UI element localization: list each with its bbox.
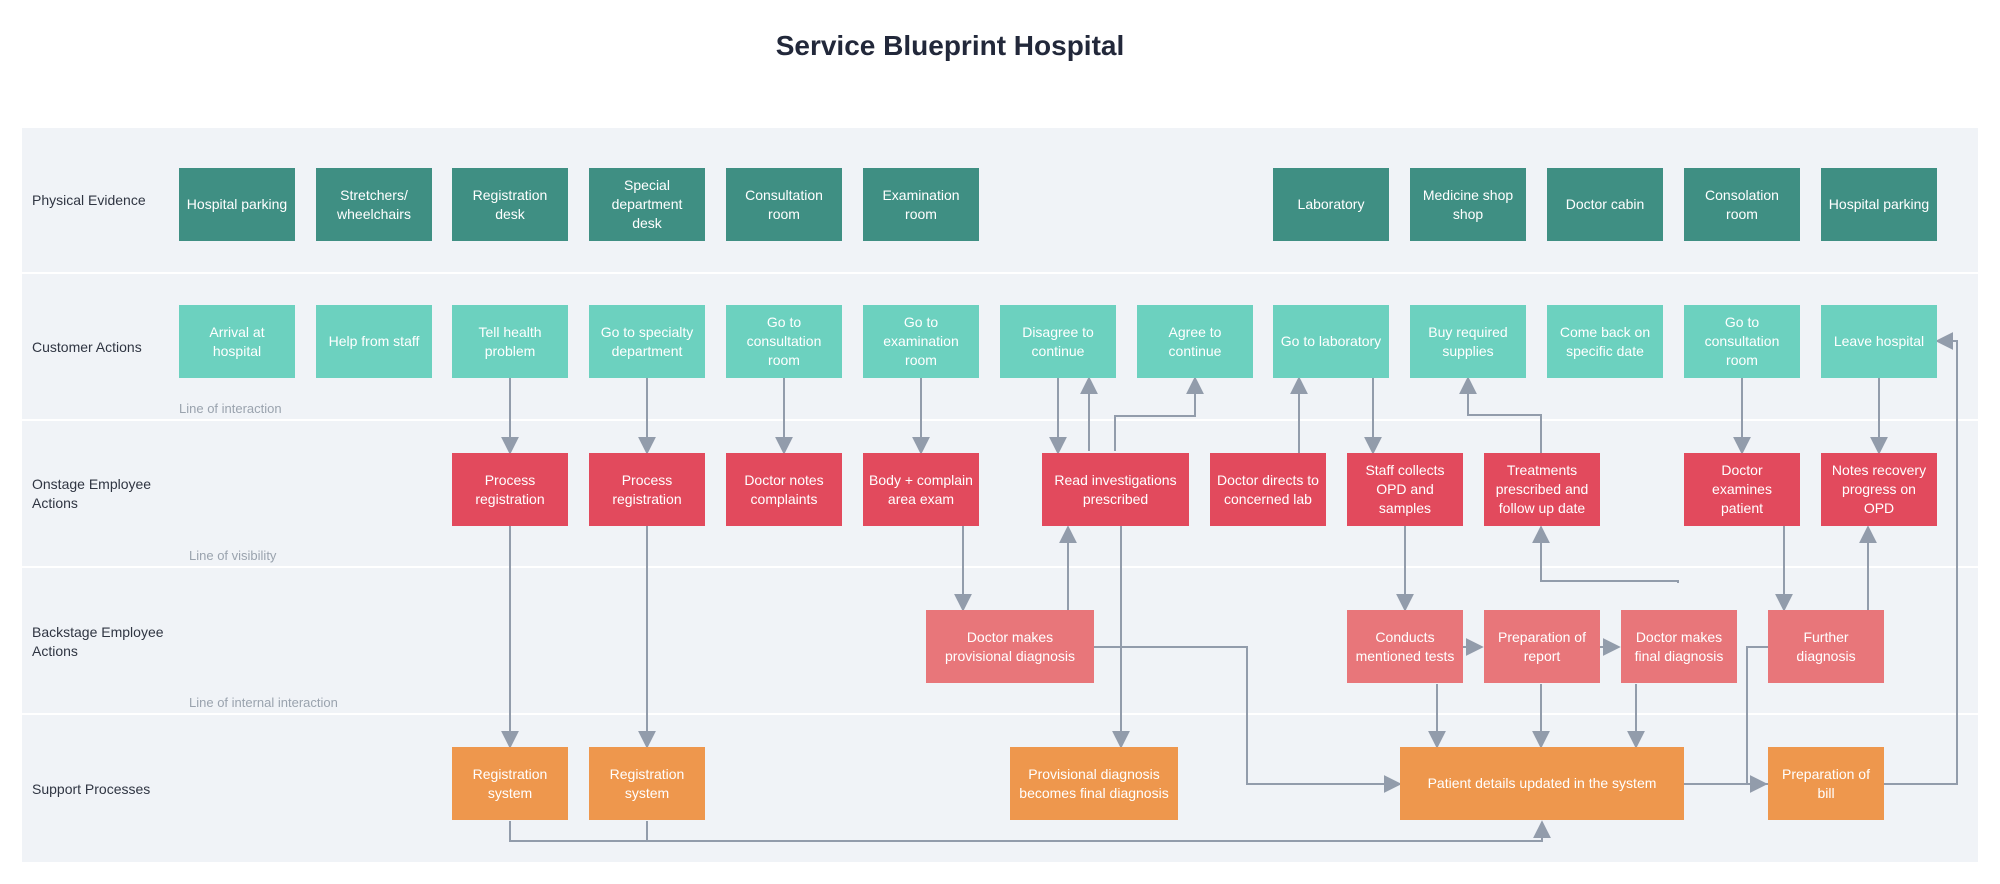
line-of-interaction-label: Line of interaction bbox=[179, 401, 282, 416]
customer-action-item: Arrival at hospital bbox=[179, 305, 295, 378]
lane-divider bbox=[22, 419, 1978, 421]
backstage-action-item: Preparation of report bbox=[1484, 610, 1600, 683]
support-process-item: Provisional diagnosis becomes final diag… bbox=[1010, 747, 1178, 820]
onstage-action-item: Staff collects OPD and samples bbox=[1347, 453, 1463, 526]
onstage-action-item: Doctor directs to concerned lab bbox=[1210, 453, 1326, 526]
physical-evidence-item: Examination room bbox=[863, 168, 979, 241]
lane-divider bbox=[22, 272, 1978, 274]
lane-label-onstage-employee-actions: Onstage Employee Actions bbox=[32, 476, 152, 511]
customer-action-item: Go to consultation room bbox=[1684, 305, 1800, 378]
physical-evidence-item: Consultation room bbox=[726, 168, 842, 241]
customer-action-item: Help from staff bbox=[316, 305, 432, 378]
physical-evidence-item: Registration desk bbox=[452, 168, 568, 241]
physical-evidence-item: Laboratory bbox=[1273, 168, 1389, 241]
customer-action-item: Buy required supplies bbox=[1410, 305, 1526, 378]
support-process-item: Registration system bbox=[452, 747, 568, 820]
customer-action-item: Leave hospital bbox=[1821, 305, 1937, 378]
backstage-action-item: Conducts mentioned tests bbox=[1347, 610, 1463, 683]
customer-action-item: Agree to continue bbox=[1137, 305, 1253, 378]
line-of-internal-interaction-label: Line of internal interaction bbox=[189, 695, 338, 710]
onstage-action-item: Notes recovery progress on OPD bbox=[1821, 453, 1937, 526]
lane-label-customer-actions: Customer Actions bbox=[32, 339, 142, 355]
backstage-action-item: Doctor makes final diagnosis bbox=[1621, 610, 1737, 683]
backstage-action-item: Further diagnosis bbox=[1768, 610, 1884, 683]
physical-evidence-item: Hospital parking bbox=[179, 168, 295, 241]
lane-divider bbox=[22, 566, 1978, 568]
lane-divider bbox=[22, 713, 1978, 715]
backstage-action-item: Doctor makes provisional diagnosis bbox=[926, 610, 1094, 683]
support-process-item: Patient details updated in the system bbox=[1400, 747, 1684, 820]
support-process-item: Preparation of bill bbox=[1768, 747, 1884, 820]
onstage-action-item: Body + complain area exam bbox=[863, 453, 979, 526]
onstage-action-item: Treatments prescribed and follow up date bbox=[1484, 453, 1600, 526]
onstage-action-item: Doctor examines patient bbox=[1684, 453, 1800, 526]
customer-action-item: Go to consultation room bbox=[726, 305, 842, 378]
customer-action-item: Go to examination room bbox=[863, 305, 979, 378]
support-process-item: Registration system bbox=[589, 747, 705, 820]
customer-action-item: Go to specialty department bbox=[589, 305, 705, 378]
onstage-action-item: Read investigations prescribed bbox=[1042, 453, 1189, 526]
page-title: Service Blueprint Hospital bbox=[775, 30, 1125, 61]
lane-label-backstage-employee-actions: Backstage Employee Actions bbox=[32, 624, 164, 659]
onstage-action-item: Doctor notes complaints bbox=[726, 453, 842, 526]
customer-action-item: Tell health problem bbox=[452, 305, 568, 378]
customer-action-item: Disagree to continue bbox=[1000, 305, 1116, 378]
physical-evidence-item: Medicine shop shop bbox=[1410, 168, 1526, 241]
onstage-action-item: Process registration bbox=[452, 453, 568, 526]
blueprint-board bbox=[22, 128, 1978, 862]
physical-evidence-item: Hospital parking bbox=[1821, 168, 1937, 241]
customer-action-item: Come back on specific date bbox=[1547, 305, 1663, 378]
line-of-visibility-label: Line of visibility bbox=[189, 548, 277, 563]
onstage-action-item: Process registration bbox=[589, 453, 705, 526]
physical-evidence-item: Special department desk bbox=[589, 168, 705, 241]
lane-label-support-processes: Support Processes bbox=[32, 781, 151, 797]
customer-action-item: Go to laboratory bbox=[1273, 305, 1389, 378]
physical-evidence-item: Doctor cabin bbox=[1547, 168, 1663, 241]
physical-evidence-item: Stretchers/ wheelchairs bbox=[316, 168, 432, 241]
lane-label-physical-evidence: Physical Evidence bbox=[32, 192, 146, 208]
physical-evidence-item: Consolation room bbox=[1684, 168, 1800, 241]
